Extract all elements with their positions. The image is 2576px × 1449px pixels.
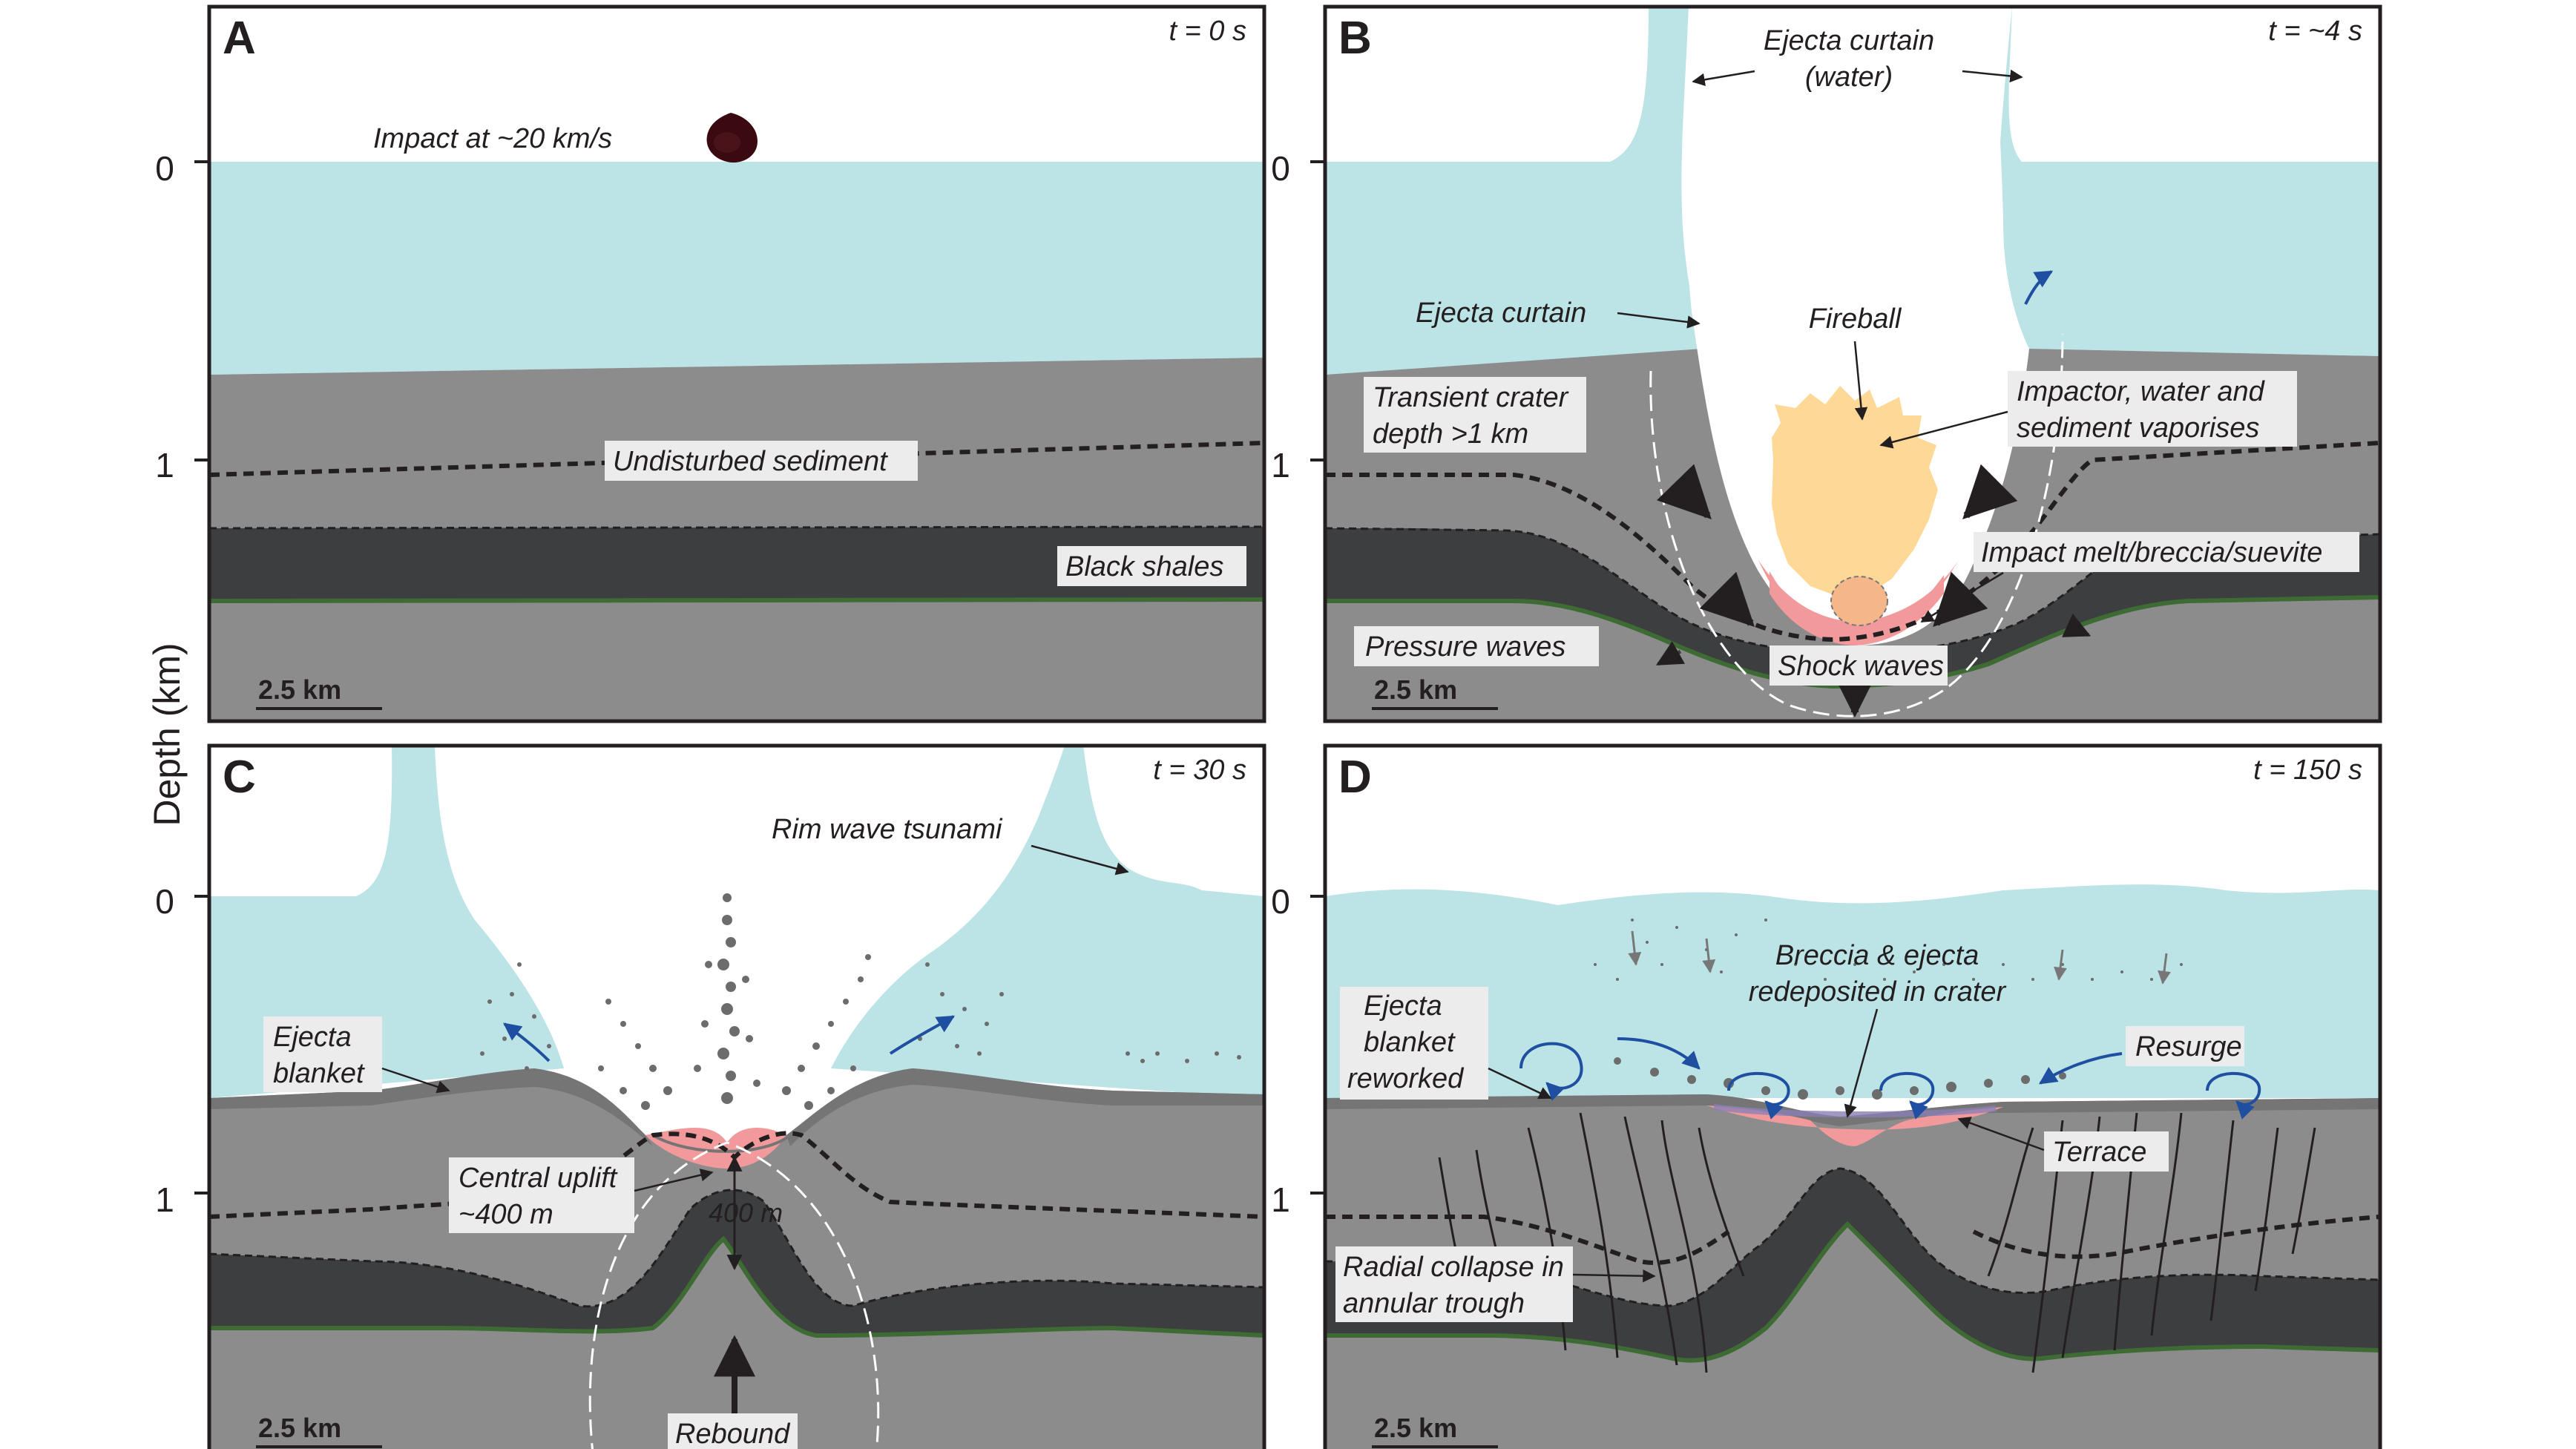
panel-c-time: t = 30 s: [1153, 755, 1246, 786]
label-rebound: Rebound: [675, 1419, 791, 1449]
panel-a-letter: A: [223, 13, 256, 64]
label-pressure-waves: Pressure waves: [1365, 631, 1565, 663]
label-shock-waves: Shock waves: [1778, 651, 1944, 682]
y-tick-top-1: 1: [155, 446, 174, 484]
y-tick-b-0: 0: [1271, 149, 1290, 188]
label-resurge: Resurge: [2135, 1031, 2242, 1062]
panel-a: A t = 0 s Impact at ~20 km/s Undisturbed…: [207, 4, 1266, 723]
panel-a-time: t = 0 s: [1169, 16, 1246, 47]
y-axis-title: Depth (km): [146, 643, 188, 826]
water-layer: [209, 162, 1264, 375]
radial-faults: [1438, 1112, 2316, 1373]
y-axis: Depth (km) 0 1 0 1 0 1 0 1: [146, 149, 1325, 1219]
label-ejecta-reworked-2: blanket: [1364, 1027, 1456, 1058]
label-breccia-1: Breccia & ejecta: [1775, 940, 1979, 971]
label-transient-crater-1: Transient crater: [1373, 382, 1569, 413]
label-vaporises-2: sediment vaporises: [2017, 413, 2259, 444]
panel-d: D t = 150 s Breccia & ejecta redeposited…: [1323, 743, 2382, 1449]
y-tick-d-1: 1: [1271, 1180, 1290, 1219]
label-ejecta-curtain-water-2: (water): [1805, 62, 1893, 93]
label-ejecta-curtain-water-1: Ejecta curtain: [1764, 25, 1934, 56]
label-impact: Impact at ~20 km/s: [373, 123, 612, 154]
label-ejecta-blanket-1: Ejecta: [273, 1022, 352, 1053]
label-ejecta-curtain: Ejecta curtain: [1416, 298, 1586, 329]
label-impact-melt: Impact melt/breccia/suevite: [1981, 537, 2322, 568]
label-transient-crater-2: depth >1 km: [1373, 418, 1528, 450]
label-ejecta-blanket-2: blanket: [273, 1058, 365, 1089]
scale-label-b: 2.5 km: [1374, 674, 1457, 705]
sediment-layer-d: [1325, 1094, 2380, 1449]
panel-a-frame: [207, 4, 1266, 723]
black-shale-layer-c: [209, 1189, 1264, 1335]
black-shale-layer-d: [1325, 1169, 2380, 1361]
panel-c-frame: [207, 743, 1266, 1449]
panel-b: B t = ~4 s Ejecta curtain (water) Ejecta…: [1323, 4, 2382, 723]
y-tick-d-0: 0: [1271, 882, 1290, 921]
scale-label-d: 2.5 km: [1374, 1413, 1457, 1443]
label-fireball: Fireball: [1809, 303, 1902, 335]
label-radial-collapse-1: Radial collapse in: [1343, 1252, 1564, 1283]
y-tick-bottom-0: 0: [155, 882, 174, 921]
panel-b-time: t = ~4 s: [2268, 16, 2362, 47]
label-rim-wave-tsunami: Rim wave tsunami: [772, 814, 1003, 845]
panel-c-letter: C: [223, 752, 256, 803]
scale-label-a: 2.5 km: [258, 674, 341, 705]
fireball: [1772, 386, 1938, 597]
panel-d-time: t = 150 s: [2253, 755, 2362, 786]
label-uplift-400m: 400 m: [709, 1197, 783, 1228]
label-ejecta-reworked-3: reworked: [1347, 1063, 1465, 1094]
black-shale-layer: [209, 527, 1264, 601]
ejecta-particles-c: [480, 893, 1241, 1110]
panel-b-frame: [1323, 4, 2382, 723]
label-black-shales: Black shales: [1065, 551, 1223, 582]
y-tick-bottom-1: 1: [155, 1180, 174, 1219]
y-tick-b-1: 1: [1271, 446, 1290, 484]
label-central-uplift-2: ~400 m: [459, 1199, 553, 1230]
label-vaporises-1: Impactor, water and: [2017, 376, 2266, 407]
label-terrace: Terrace: [2052, 1137, 2146, 1168]
panel-c: C t = 30 s Rim wave tsunami Ejecta blank…: [207, 743, 1266, 1449]
label-radial-collapse-2: annular trough: [1343, 1288, 1525, 1319]
scale-label-c: 2.5 km: [258, 1413, 341, 1443]
label-undisturbed-sediment: Undisturbed sediment: [613, 446, 888, 477]
undisturbed-horizon: [209, 441, 1264, 477]
label-breccia-2: redeposited in crater: [1749, 976, 2007, 1008]
label-central-uplift-1: Central uplift: [459, 1163, 618, 1194]
panel-d-letter: D: [1338, 752, 1372, 803]
y-tick-top-0: 0: [155, 149, 174, 188]
label-ejecta-reworked-1: Ejecta: [1364, 990, 1442, 1022]
panel-b-letter: B: [1338, 13, 1372, 64]
panel-d-frame: [1323, 743, 2382, 1449]
